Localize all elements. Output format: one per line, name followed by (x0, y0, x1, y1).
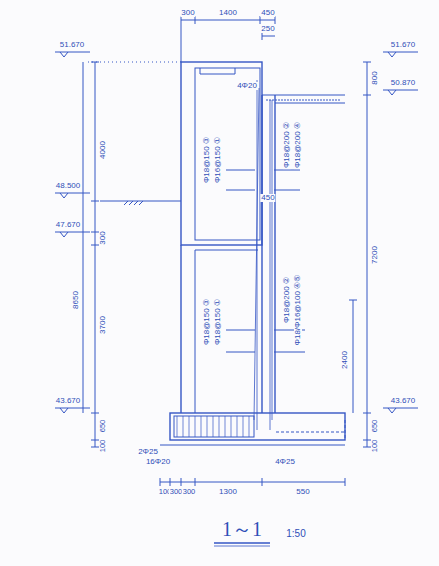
dimension-label: 43.670 (390, 397, 416, 405)
dimension-label: 7200 (371, 245, 379, 265)
dimension-label: 3700 (99, 315, 107, 335)
dimension-label: 650 (99, 419, 107, 434)
dimension-label: Φ18@150 ③ (203, 298, 211, 346)
dimension-label: 800 (371, 70, 379, 85)
dimension-label: 1400 (218, 9, 238, 17)
dimension-label: 300 (180, 9, 195, 17)
dimension-label: Φ18@150 ① (214, 298, 222, 346)
section-title: 1～1 (222, 519, 262, 539)
dimension-label: Φ18@200 ② (283, 276, 291, 324)
dimension-label: 47.670 (55, 221, 81, 229)
dimension-label: 300 (182, 488, 197, 496)
dimension-label: 250 (260, 25, 275, 33)
dimension-label: 4Φ20 (236, 82, 258, 90)
dimension-label: 650 (371, 419, 379, 434)
dimension-label: 450 (260, 9, 275, 17)
dimension-label: Φ18/Φ16@100 ④⑤ (294, 274, 302, 347)
dimension-label: 51.670 (59, 41, 85, 49)
dimension-label: Φ16@150 ① (214, 136, 222, 184)
dimension-label: 50.870 (390, 79, 416, 87)
dimension-label: 43.670 (55, 397, 81, 405)
dimension-label: 1:50 (285, 529, 306, 539)
dimension-label: 300 (99, 230, 107, 245)
dimension-label: Φ18@200 ② (283, 121, 291, 169)
dimension-label: 2400 (341, 350, 349, 370)
dimension-label: 550 (295, 488, 310, 496)
dimension-label: 100 (371, 439, 379, 454)
dimension-label: 16Φ20 (145, 458, 171, 466)
dimension-label: Φ18@200 ④ (294, 121, 302, 169)
dimension-label: 4Φ25 (274, 458, 296, 466)
dimension-label: 4000 (99, 140, 107, 160)
dimension-label: 8650 (72, 290, 80, 310)
dimension-label: 100 (99, 439, 107, 454)
dimension-label: 48.500 (55, 182, 81, 190)
dimension-label: 2Φ25 (137, 448, 159, 456)
dimension-label: Φ18@150 ③ (203, 136, 211, 184)
dimension-label: 1300 (218, 488, 238, 496)
dimension-label: 51.670 (390, 41, 416, 49)
dimension-label: 450 (260, 194, 275, 202)
